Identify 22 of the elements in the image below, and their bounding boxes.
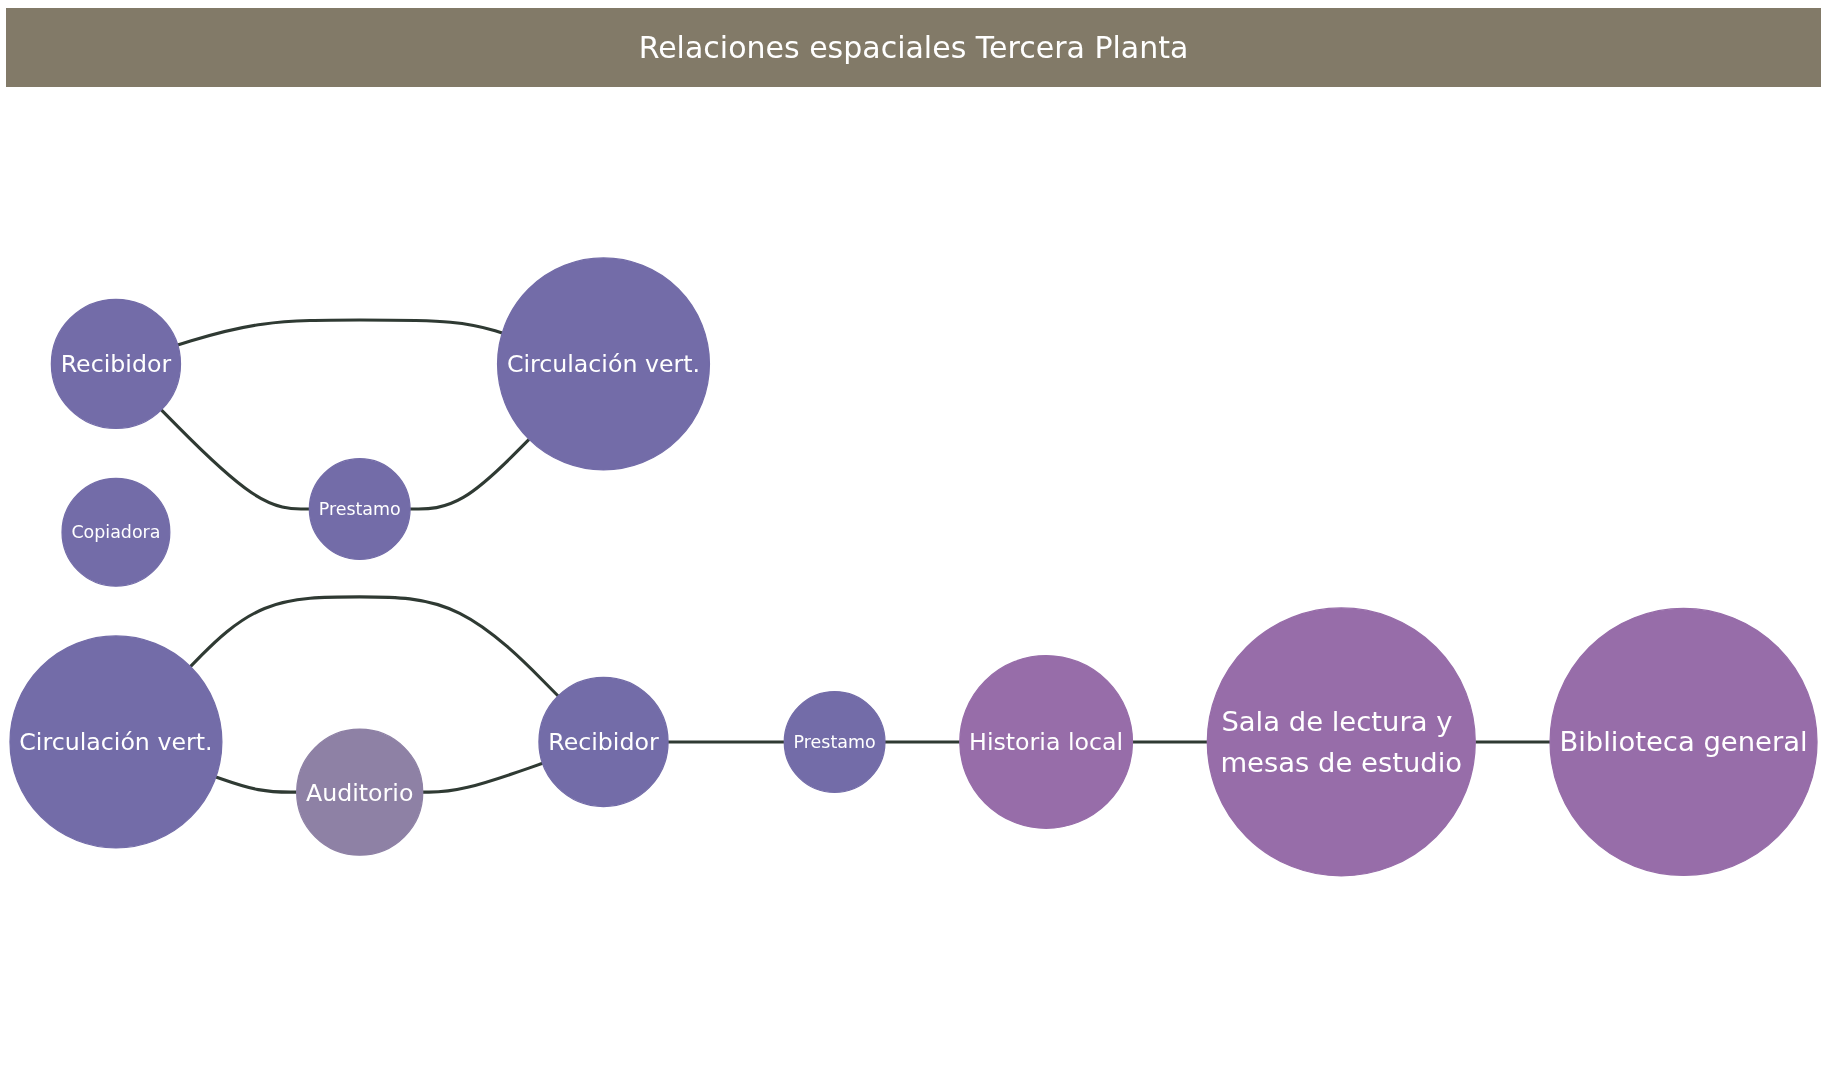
connector — [177, 318, 503, 347]
connector — [1132, 740, 1208, 744]
connector — [189, 595, 560, 698]
title-banner: Relaciones espaciales Tercera Planta — [6, 8, 1821, 87]
connector — [885, 740, 960, 744]
connector — [422, 761, 544, 794]
connector — [215, 775, 297, 794]
node-circle: Circulación vert. — [496, 257, 711, 471]
node-circle: Prestamo — [308, 458, 411, 561]
node-circle: Prestamo — [783, 691, 886, 793]
node-circle: Circulación vert. — [9, 635, 223, 849]
node-circle: Copiadora — [61, 477, 171, 587]
node-circle: Recibidor — [538, 676, 669, 808]
node-circle: Recibidor — [50, 298, 182, 430]
node-circle: Auditorio — [296, 728, 424, 856]
connector — [160, 408, 310, 511]
node-circle: Sala de lectura y mesas de estudio — [1206, 607, 1476, 877]
connector — [668, 740, 785, 744]
node-circle: Biblioteca general — [1549, 607, 1818, 877]
connector — [1475, 740, 1551, 744]
connector — [410, 438, 531, 511]
node-circle: Historia local — [959, 655, 1134, 829]
